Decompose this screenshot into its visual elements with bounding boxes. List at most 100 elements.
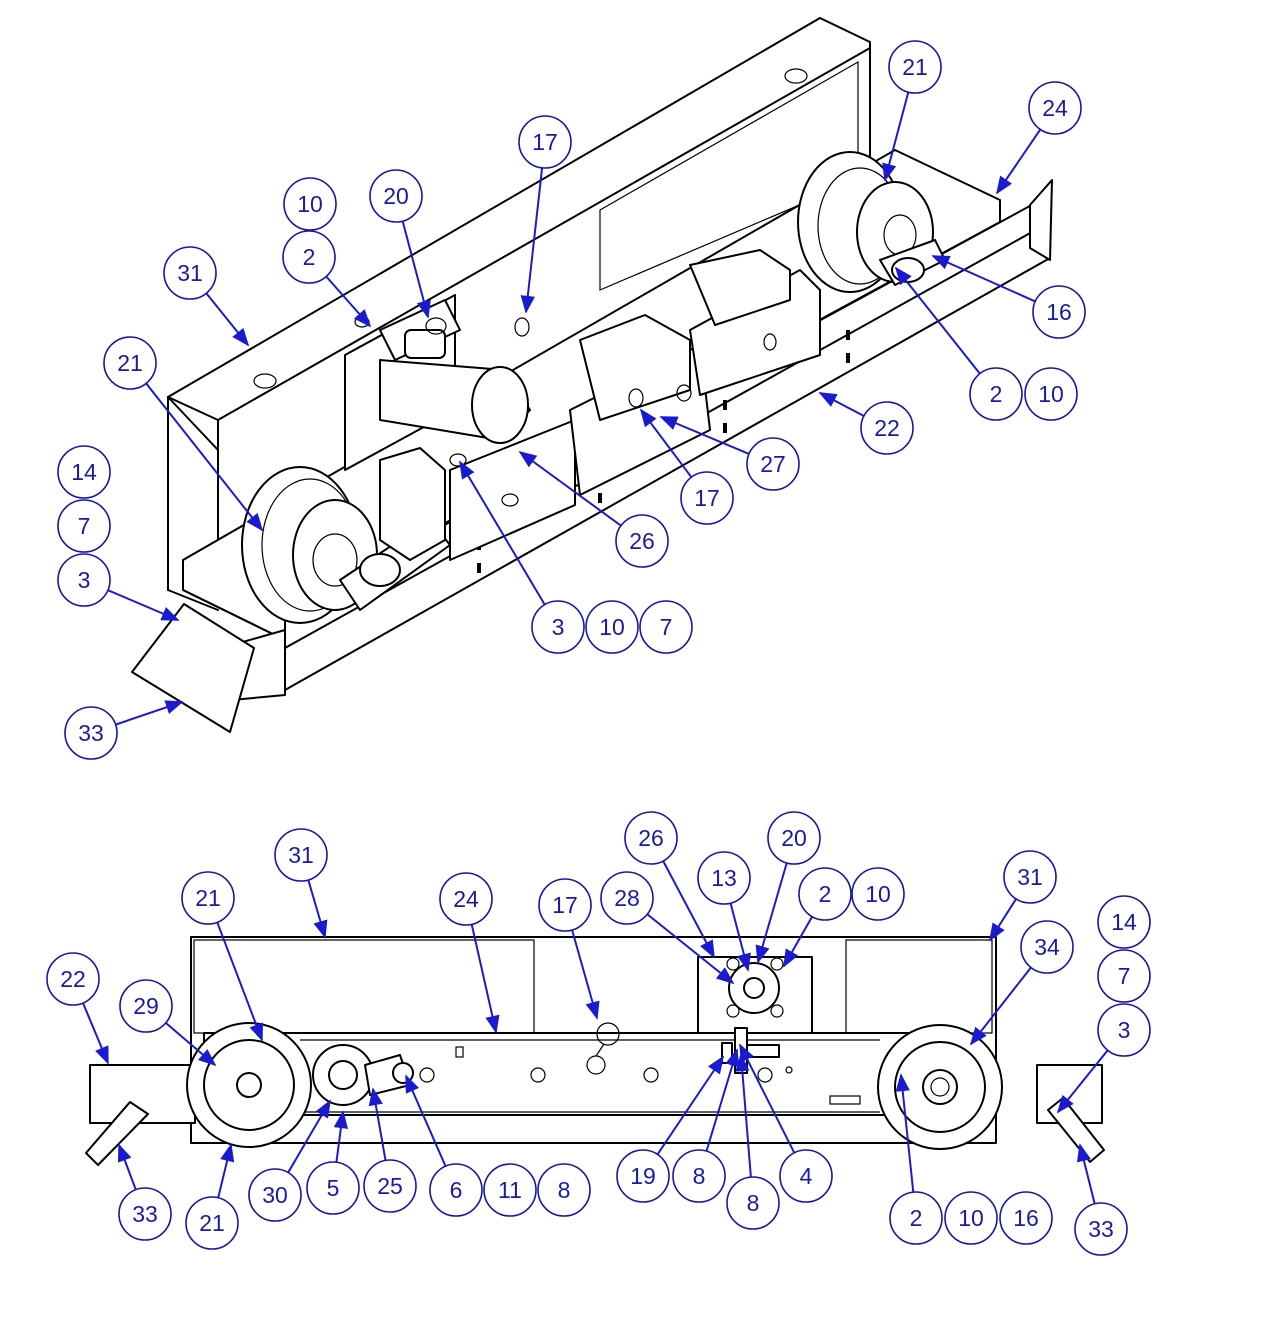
part-balloon-8: 8 <box>726 1176 780 1230</box>
front-view <box>85 936 1105 1166</box>
part-balloon-31: 31 <box>1003 850 1057 904</box>
balloon-number: 17 <box>552 892 578 918</box>
part-balloon-10: 10 <box>1024 367 1078 421</box>
balloon-number: 10 <box>958 1205 984 1231</box>
leader-line <box>729 902 751 972</box>
balloon-number: 2 <box>990 381 1003 407</box>
balloon-number: 34 <box>1034 934 1060 960</box>
balloon-number: 22 <box>60 966 86 992</box>
isometric-view <box>131 17 1053 733</box>
leader-line <box>115 700 184 726</box>
part-balloon-7: 7 <box>639 600 693 654</box>
balloon-number: 10 <box>1038 381 1064 407</box>
balloon-number: 30 <box>262 1182 288 1208</box>
part-balloon-3: 3 <box>1097 1003 1151 1057</box>
part-balloon-6: 6 <box>429 1163 483 1217</box>
balloon-number: 7 <box>1118 963 1131 989</box>
part-balloon-31: 31 <box>163 246 217 300</box>
part-balloon-31: 31 <box>274 828 328 882</box>
leader-line <box>969 966 1032 1046</box>
balloon-number: 10 <box>599 614 625 640</box>
leader-line <box>755 862 788 964</box>
part-balloon-3: 3 <box>531 600 585 654</box>
balloon-number: 17 <box>694 485 720 511</box>
balloon-number: 21 <box>117 350 143 376</box>
balloon-number: 27 <box>760 451 786 477</box>
leader-line <box>333 1110 349 1163</box>
part-balloon-20: 20 <box>767 811 821 865</box>
leader-line <box>216 921 263 1042</box>
balloon-number: 31 <box>288 842 314 868</box>
part-balloon-11: 11 <box>483 1163 537 1217</box>
leader-line <box>1056 1049 1109 1114</box>
balloon-number: 8 <box>558 1177 571 1203</box>
leader-line <box>325 275 372 328</box>
part-balloon-5: 5 <box>306 1161 360 1215</box>
part-balloon-10: 10 <box>944 1191 998 1245</box>
leader-line <box>739 1043 796 1154</box>
part-balloon-28: 28 <box>600 871 654 925</box>
part-balloon-22: 22 <box>860 401 914 455</box>
balloon-number: 16 <box>1013 1205 1039 1231</box>
balloon-number: 21 <box>199 1210 225 1236</box>
part-balloon-4: 4 <box>779 1149 833 1203</box>
balloon-number: 14 <box>1111 909 1137 935</box>
leader-line <box>368 1087 387 1161</box>
balloon-number: 22 <box>874 415 900 441</box>
part-balloon-17: 17 <box>518 115 572 169</box>
part-balloon-2: 2 <box>282 230 336 284</box>
balloon-number: 8 <box>747 1190 760 1216</box>
part-balloon-8: 8 <box>672 1149 726 1203</box>
part-balloon-33: 33 <box>1074 1202 1128 1256</box>
part-balloon-17: 17 <box>538 878 592 932</box>
balloon-number: 26 <box>638 825 664 851</box>
leader-line <box>470 924 500 1034</box>
balloon-number: 33 <box>132 1201 158 1227</box>
leader-line <box>459 460 546 606</box>
part-balloon-22: 22 <box>46 952 100 1006</box>
leader-line <box>217 1143 235 1198</box>
leader-line <box>895 1073 915 1193</box>
part-balloon-21: 21 <box>181 871 235 925</box>
part-balloon-2: 2 <box>889 1191 943 1245</box>
balloon-number: 21 <box>902 54 928 80</box>
part-balloon-24: 24 <box>439 872 493 926</box>
leader-line <box>405 1074 447 1167</box>
balloon-number: 19 <box>630 1163 656 1189</box>
leader-line <box>818 392 865 417</box>
leader-line <box>894 266 981 375</box>
part-balloon-10: 10 <box>283 177 337 231</box>
leader-line <box>705 1048 740 1152</box>
leader-line <box>656 1055 725 1155</box>
part-balloon-16: 16 <box>999 1191 1053 1245</box>
part-balloon-13: 13 <box>697 851 751 905</box>
part-balloon-34: 34 <box>1020 920 1074 974</box>
balloon-number: 2 <box>910 1205 923 1231</box>
balloon-number: 3 <box>78 567 91 593</box>
leader-line <box>639 408 693 478</box>
balloon-number: 21 <box>195 885 221 911</box>
leader-line <box>659 416 750 455</box>
leader-line <box>107 589 180 621</box>
leader-line <box>646 913 735 985</box>
balloon-number: 3 <box>1118 1017 1131 1043</box>
leader-line <box>307 879 328 939</box>
leader-lines <box>82 91 1109 1205</box>
part-balloon-14: 14 <box>1097 895 1151 949</box>
leader-line <box>117 1143 137 1191</box>
balloon-number: 7 <box>78 513 91 539</box>
part-balloon-27: 27 <box>746 437 800 491</box>
part-balloon-24: 24 <box>1028 81 1082 135</box>
part-balloon-25: 25 <box>363 1159 417 1213</box>
leader-line <box>287 1099 331 1174</box>
leader-line <box>520 167 544 314</box>
part-balloon-21: 21 <box>103 336 157 390</box>
leader-line <box>1076 1143 1096 1205</box>
balloon-number: 31 <box>177 260 203 286</box>
balloon-number: 11 <box>498 1177 522 1203</box>
leader-line <box>401 220 431 319</box>
balloon-number: 2 <box>303 244 316 270</box>
part-balloon-26: 26 <box>615 514 669 568</box>
balloon-number: 33 <box>1088 1216 1114 1242</box>
part-balloon-7: 7 <box>57 499 111 553</box>
